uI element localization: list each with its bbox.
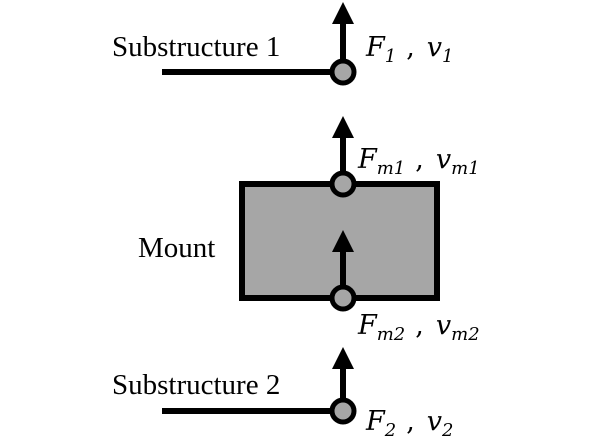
var-top-sep: , (406, 32, 415, 63)
var-top-force-sub: 1 (384, 46, 397, 67)
var-bot-force: F (366, 406, 385, 437)
var-top-force: F (366, 32, 385, 63)
var-m2-force: F (358, 310, 377, 341)
var-m1-force: F (358, 144, 377, 175)
var-bot-velocity-sub: 2 (442, 420, 454, 441)
var-m2: Fm2,vm2 (358, 312, 480, 344)
label-substructure-2: Substructure 2 (112, 369, 281, 401)
node-m2 (329, 284, 357, 312)
node-2 (329, 397, 357, 425)
label-substructure-1: Substructure 1 (112, 31, 281, 63)
force-arrow-1-head (332, 2, 354, 24)
var-bot-force-sub: 2 (384, 420, 397, 441)
node-m1 (329, 170, 357, 198)
var-m2-force-sub: m2 (376, 324, 406, 345)
var-m2-sep: , (415, 310, 424, 341)
force-arrow-m1-head (332, 116, 354, 138)
label-mount: Mount (138, 232, 216, 264)
node-1 (329, 58, 357, 86)
var-top-velocity: v (426, 32, 443, 63)
var-m1: Fm1,vm1 (358, 146, 480, 178)
var-m1-velocity: v (435, 144, 452, 175)
var-top: F1,v1 (366, 34, 454, 66)
var-m2-velocity: v (435, 310, 452, 341)
var-m1-velocity-sub: m1 (451, 158, 480, 179)
force-arrow-m2-head (332, 230, 354, 252)
force-arrow-2-head (332, 347, 354, 369)
var-bot-sep: , (406, 406, 415, 437)
var-bot: F2,v2 (366, 408, 454, 440)
var-m2-velocity-sub: m2 (451, 324, 480, 345)
var-bot-velocity: v (426, 406, 443, 437)
var-m1-force-sub: m1 (376, 158, 406, 179)
var-top-velocity-sub: 1 (442, 46, 454, 67)
var-m1-sep: , (415, 144, 424, 175)
